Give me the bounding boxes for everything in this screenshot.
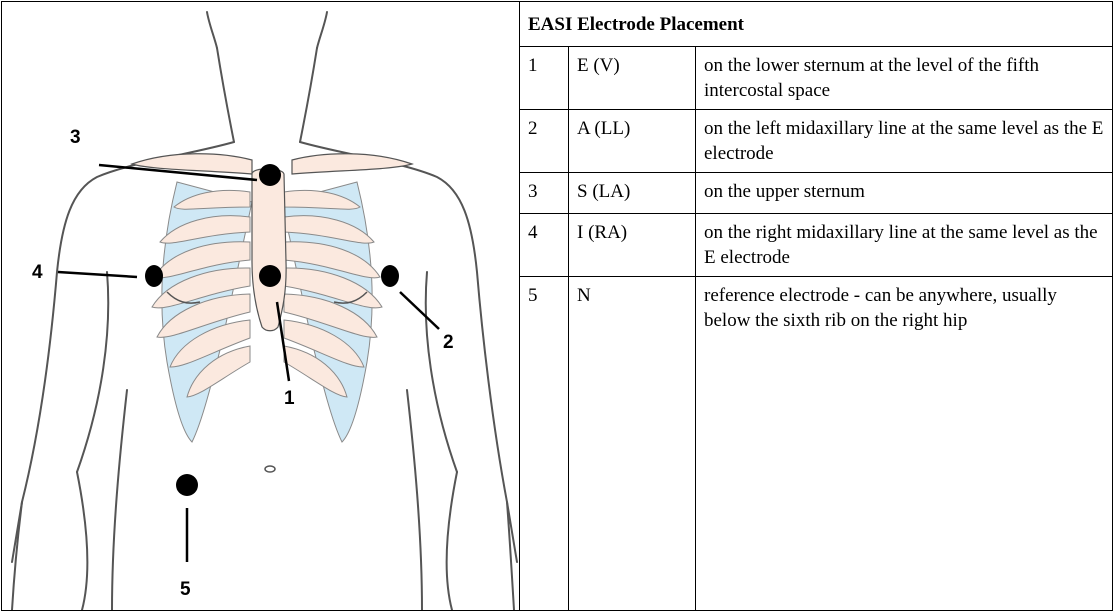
row-number: 1: [520, 47, 569, 110]
electrode-3: [259, 164, 281, 186]
table-row: 3 S (LA) on the upper sternum: [520, 173, 1112, 214]
torso-illustration-panel: 3 4 2 1 5: [2, 2, 520, 610]
leader-line-4: [58, 272, 137, 277]
electrode-placement-table: EASI Electrode Placement 1 E (V) on the …: [520, 2, 1112, 610]
callout-3: 3: [70, 127, 81, 148]
electrode-1: [259, 265, 281, 287]
row-number: 3: [520, 173, 569, 214]
placement-description: on the left midaxillary line at the same…: [696, 110, 1113, 173]
table-row: 4 I (RA) on the right midaxillary line a…: [520, 214, 1112, 277]
placement-description: on the right midaxillary line at the sam…: [696, 214, 1113, 277]
table-title: EASI Electrode Placement: [520, 2, 1112, 47]
torso-illustration: 3 4 2 1 5: [2, 2, 519, 610]
row-number: 5: [520, 277, 569, 611]
placement-table-panel: EASI Electrode Placement 1 E (V) on the …: [520, 2, 1112, 610]
electrode-4: [145, 265, 163, 287]
row-number: 2: [520, 110, 569, 173]
lead-label: E (V): [569, 47, 696, 110]
electrode-2: [381, 265, 399, 287]
callout-5: 5: [180, 579, 191, 600]
table-row: 2 A (LL) on the left midaxillary line at…: [520, 110, 1112, 173]
electrode-5: [176, 474, 198, 496]
placement-description: on the upper sternum: [696, 173, 1113, 214]
callout-2: 2: [443, 332, 454, 353]
placement-description: reference electrode - can be anywhere, u…: [696, 277, 1113, 611]
leader-line-1: [277, 302, 289, 381]
table-row: 5 N reference electrode - can be anywher…: [520, 277, 1112, 611]
lead-label: A (LL): [569, 110, 696, 173]
row-number: 4: [520, 214, 569, 277]
placement-description: on the lower sternum at the level of the…: [696, 47, 1113, 110]
lead-label: S (LA): [569, 173, 696, 214]
callout-4: 4: [32, 262, 43, 283]
callout-1: 1: [284, 388, 295, 409]
leader-line-2: [400, 292, 439, 329]
lead-label: N: [569, 277, 696, 611]
sternum: [252, 169, 286, 331]
navel: [265, 466, 275, 472]
lead-label: I (RA): [569, 214, 696, 277]
table-row: 1 E (V) on the lower sternum at the leve…: [520, 47, 1112, 110]
